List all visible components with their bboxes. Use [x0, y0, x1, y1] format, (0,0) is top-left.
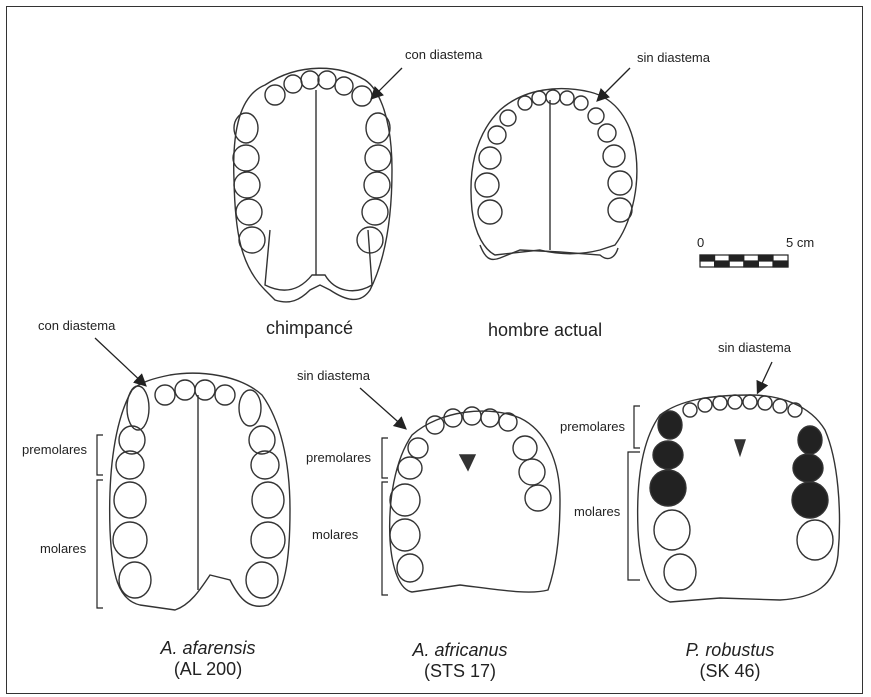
species-name: A. afarensis	[143, 638, 273, 659]
species-name: P. robustus	[665, 640, 795, 661]
label-premolares-africanus: premolares	[306, 450, 371, 465]
label-molares-africanus: molares	[312, 527, 358, 542]
specimen-code: (SK 46)	[665, 661, 795, 682]
caption-robustus: P. robustus (SK 46)	[665, 640, 795, 682]
label-sin-diastema-africanus: sin diastema	[297, 368, 370, 383]
chimp-palate	[233, 68, 392, 302]
scale-five-cm: 5 cm	[786, 235, 814, 250]
specimen-code: (AL 200)	[143, 659, 273, 680]
label-molares-afarensis: molares	[40, 541, 86, 556]
caption-africanus: A. africanus (STS 17)	[395, 640, 525, 682]
label-con-diastema-afarensis: con diastema	[38, 318, 115, 333]
label-sin-diastema-human: sin diastema	[637, 50, 710, 65]
brackets	[97, 406, 640, 608]
africanus-palate	[390, 407, 560, 592]
label-hombre-actual: hombre actual	[488, 320, 602, 341]
scale-bar	[700, 255, 788, 267]
human-palate	[471, 89, 637, 260]
label-sin-diastema-robustus: sin diastema	[718, 340, 791, 355]
label-con-diastema-chimp: con diastema	[405, 47, 482, 62]
specimen-code: (STS 17)	[395, 661, 525, 682]
label-premolares-afarensis: premolares	[22, 442, 87, 457]
caption-afarensis: A. afarensis (AL 200)	[143, 638, 273, 680]
species-name: A. africanus	[395, 640, 525, 661]
pointer-arrows	[95, 68, 772, 428]
afarensis-palate	[110, 373, 290, 610]
label-premolares-robustus: premolares	[560, 419, 625, 434]
scale-zero: 0	[697, 235, 704, 250]
label-molares-robustus: molares	[574, 504, 620, 519]
label-chimpance: chimpancé	[266, 318, 353, 339]
robustus-palate	[638, 395, 840, 602]
